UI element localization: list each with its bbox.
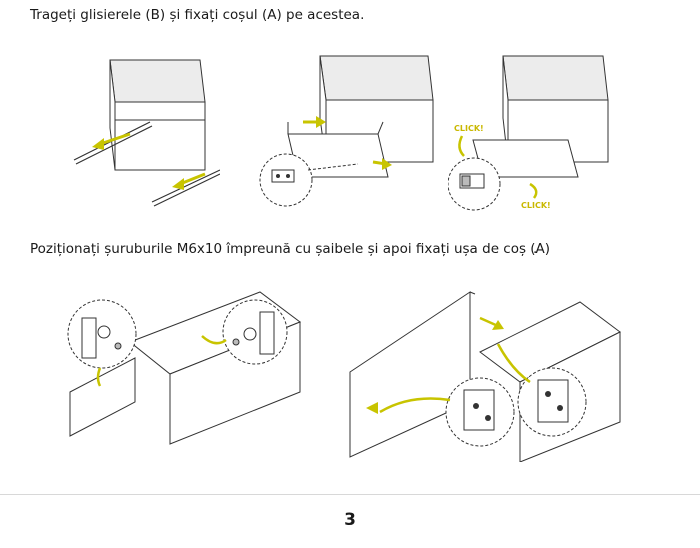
figure-attach-door <box>349 291 621 462</box>
attach-arrow-icon <box>366 316 531 414</box>
figure-position-screws <box>67 291 302 445</box>
detail-magnifier-circle-door-right <box>517 367 587 437</box>
trailing-mark: . <box>533 241 538 257</box>
detail-magnifier-circle-screw-right <box>222 299 288 365</box>
page-number: 3 <box>344 510 356 530</box>
connector-arrow-icon <box>96 335 227 387</box>
figure-fix-basket <box>259 55 434 207</box>
detail-magnifier-circle-door-left <box>445 377 515 447</box>
instruction-step-1: Trageți glisierele (B) și fixați coșul (… <box>30 7 365 23</box>
detail-magnifier-circle <box>259 153 359 207</box>
drawer-slide-right <box>151 169 220 207</box>
drawer-side-left <box>69 357 136 437</box>
figure-pull-slides <box>73 59 220 207</box>
click-label-top: CLICK! <box>454 124 484 133</box>
click-arrow-icon <box>458 135 538 199</box>
click-label-bottom: CLICK! <box>521 201 551 210</box>
detail-magnifier-circle-click <box>448 157 501 211</box>
pull-arrow-icon <box>92 132 206 190</box>
detail-magnifier-circle-screw-left <box>67 299 137 369</box>
figure-click-into-place: CLICK! CLICK! <box>448 55 609 211</box>
instruction-step-2: Poziționați șuruburile M6x10 împreună cu… <box>30 241 551 257</box>
basket-slide-arrow-icon <box>303 116 392 170</box>
footer-divider <box>0 494 700 495</box>
